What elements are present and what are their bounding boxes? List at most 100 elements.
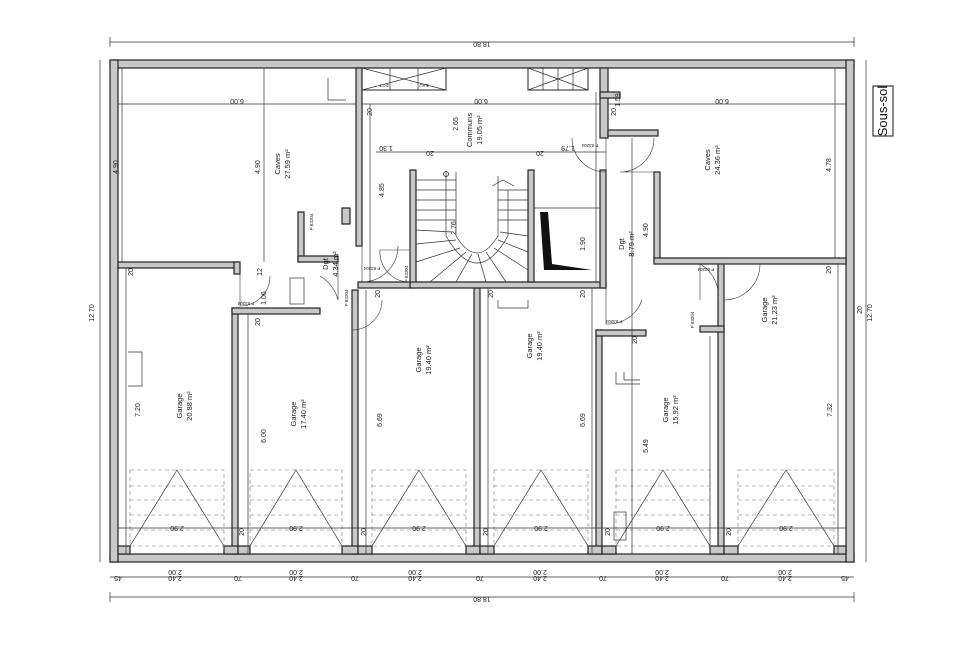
svg-text:P 83204: P 83204 [404, 265, 409, 282]
svg-text:1.30: 1.30 [379, 144, 393, 151]
svg-text:1.90: 1.90 [580, 237, 587, 251]
svg-text:12: 12 [257, 268, 264, 276]
room-area: 19.05 m² [475, 115, 484, 145]
svg-text:70: 70 [599, 574, 607, 581]
plan-title-text: Sous-sol [875, 86, 890, 137]
svg-text:70: 70 [234, 574, 242, 581]
svg-text:4.90: 4.90 [113, 160, 120, 174]
room-area: 19.40 m² [424, 345, 433, 375]
room-area: 19.40 m² [535, 331, 544, 361]
svg-text:20: 20 [483, 528, 490, 536]
svg-text:20: 20 [826, 266, 833, 274]
garage-door-5 [615, 469, 711, 547]
svg-text:P 83204: P 83204 [690, 311, 695, 328]
svg-text:2.00: 2.00 [533, 568, 547, 575]
svg-text:6.00: 6.00 [230, 97, 244, 104]
bottom-overall-dimension: 18.80 [109, 592, 855, 602]
svg-text:1.79: 1.79 [561, 144, 575, 151]
svg-text:EAU: EAU [419, 83, 428, 88]
internal-dimension-labels: 6.00 6.00 6.00 4.90 4.90 4.85 4.78 1.59 … [113, 93, 864, 536]
svg-text:70: 70 [721, 574, 729, 581]
svg-text:20: 20 [488, 290, 495, 298]
svg-text:2.00: 2.00 [408, 568, 422, 575]
garage-door-4 [493, 469, 589, 547]
room-garage-1: Garage 20.88 m² [175, 391, 194, 421]
svg-text:1.59: 1.59 [615, 93, 622, 107]
room-name: Dgt [321, 257, 330, 270]
room-area: 27.59 m² [283, 149, 292, 179]
exterior-walls [109, 59, 855, 563]
ramp-symbol [534, 207, 600, 270]
svg-text:2.00: 2.00 [289, 568, 303, 575]
svg-text:20: 20 [632, 336, 639, 344]
svg-text:2.00: 2.00 [778, 568, 792, 575]
svg-text:2.40: 2.40 [655, 574, 669, 581]
svg-text:2.90: 2.90 [534, 524, 548, 531]
svg-text:20: 20 [367, 108, 374, 116]
room-caves-right: Caves 24.36 m² [703, 145, 722, 175]
svg-text:2.76: 2.76 [451, 221, 458, 235]
svg-text:20: 20 [536, 149, 544, 156]
internal-dimension-lines [118, 68, 846, 554]
svg-text:20: 20 [605, 528, 612, 536]
svg-text:P 83204: P 83204 [237, 301, 254, 306]
room-garage-2: Garage 17.40 m² [289, 399, 308, 429]
room-communs: Communs 19.05 m² [465, 113, 484, 147]
svg-text:6.69: 6.69 [377, 413, 384, 427]
garage-door-6 [737, 469, 835, 547]
top-overall-dimension: 18.80 [109, 37, 855, 47]
room-caves-left: Caves 27.59 m² [273, 149, 292, 179]
room-name: Dgt [617, 237, 626, 250]
svg-text:2.90: 2.90 [170, 524, 184, 531]
svg-text:EGT: EGT [379, 83, 389, 88]
svg-text:6.00: 6.00 [715, 97, 729, 104]
svg-text:4.90: 4.90 [255, 160, 262, 174]
svg-text:6.69: 6.69 [580, 413, 587, 427]
plan-title: Sous-sol [872, 85, 894, 137]
room-area: 17.40 m² [299, 399, 308, 429]
garage-door-1 [129, 469, 225, 547]
svg-text:20: 20 [857, 306, 864, 314]
svg-text:20: 20 [611, 108, 618, 116]
svg-text:P 83204: P 83204 [363, 266, 380, 271]
svg-text:4.85: 4.85 [379, 183, 386, 197]
door-swings [239, 137, 761, 331]
svg-text:2.90: 2.90 [779, 524, 793, 531]
svg-text:20: 20 [255, 318, 262, 326]
svg-text:2.00: 2.00 [168, 568, 182, 575]
garage-door-3 [371, 469, 467, 547]
right-overall-dimension: 12.70 [865, 60, 874, 562]
svg-text:20: 20 [580, 290, 587, 298]
svg-text:45: 45 [841, 574, 849, 581]
room-area: 15.92 m² [671, 395, 680, 425]
svg-text:20: 20 [375, 290, 382, 298]
room-name: Garage [175, 393, 184, 418]
interior-walls [117, 67, 847, 555]
room-dgt-left: Dgt 4.34 m² [321, 251, 340, 277]
top-width-label: 18.80 [473, 40, 491, 47]
room-name: Garage [525, 333, 534, 358]
svg-text:1.06: 1.06 [261, 291, 268, 305]
svg-text:7.32: 7.32 [827, 403, 834, 417]
room-area: 4.34 m² [331, 251, 340, 277]
svg-text:2.90: 2.90 [656, 524, 670, 531]
left-overall-dimension: 12.70 [89, 60, 101, 562]
svg-text:2.90: 2.90 [289, 524, 303, 531]
room-name: Garage [414, 347, 423, 372]
svg-text:20: 20 [361, 528, 368, 536]
room-area: 24.36 m² [713, 145, 722, 175]
room-area: 8.79 m² [627, 231, 636, 257]
room-name: Garage [289, 401, 298, 426]
svg-text:4.90: 4.90 [643, 223, 650, 237]
svg-text:P 83204: P 83204 [344, 289, 349, 306]
svg-text:20: 20 [128, 268, 135, 276]
svg-text:4.78: 4.78 [826, 158, 833, 172]
room-name: Caves [273, 153, 282, 175]
eau-egt-boxes: EGT EAU [361, 67, 589, 91]
bottom-chain-dimension: 45 2.40 70 2.40 70 2.40 70 2.40 70 2.40 … [110, 568, 854, 581]
room-area: 21.23 m² [770, 295, 779, 325]
room-name: Caves [703, 149, 712, 171]
svg-text:70: 70 [351, 574, 359, 581]
svg-text:6.00: 6.00 [474, 97, 488, 104]
